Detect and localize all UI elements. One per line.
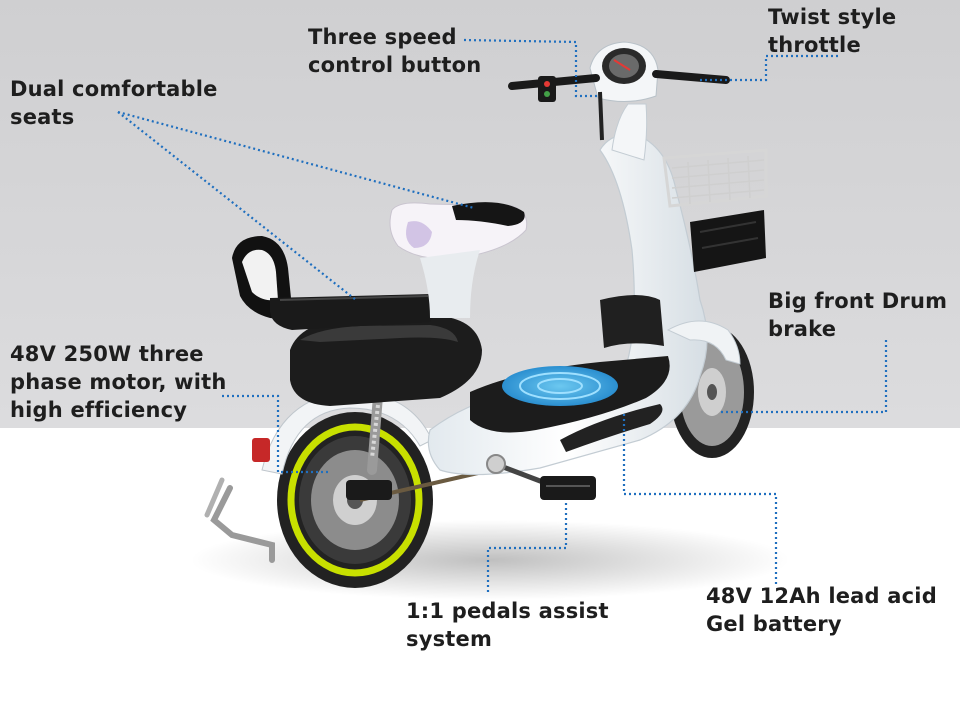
- callout-motor: 48V 250W three phase motor, with high ef…: [10, 340, 227, 424]
- front-basket: [662, 148, 768, 272]
- callout-throttle: Twist style throttle: [768, 3, 896, 59]
- leader-speed-button: [463, 38, 600, 98]
- callout-throttle-line2: throttle: [768, 33, 861, 57]
- callout-speed-button-line1: Three speed: [308, 25, 457, 49]
- callout-dual-seats-line2: seats: [10, 105, 75, 129]
- leader-seats-rear: [117, 111, 357, 301]
- callout-pedals: 1:1 pedals assist system: [406, 597, 609, 653]
- scooter-illustration: [190, 41, 790, 600]
- leader-lines: [117, 38, 888, 592]
- callout-dual-seats-line1: Dual comfortable: [10, 77, 218, 101]
- callout-speed-button-line2: control button: [308, 53, 482, 77]
- callout-pedals-line1: 1:1 pedals assist: [406, 599, 609, 623]
- callout-drum-brake: Big front Drum brake: [768, 287, 947, 343]
- leader-drum-brake: [718, 340, 888, 414]
- callout-pedals-line2: system: [406, 627, 493, 651]
- leader-throttle: [700, 54, 838, 82]
- callout-battery: 48V 12Ah lead acid Gel battery: [706, 582, 937, 638]
- pedal: [486, 454, 596, 500]
- callout-drum-brake-line2: brake: [768, 317, 837, 341]
- callout-motor-line1: 48V 250W three: [10, 342, 204, 366]
- leader-battery: [622, 412, 778, 584]
- callout-battery-line2: Gel battery: [706, 612, 842, 636]
- callout-motor-line3: high efficiency: [10, 398, 188, 422]
- callout-motor-line2: phase motor, with: [10, 370, 227, 394]
- callout-throttle-line1: Twist style: [768, 5, 897, 29]
- leader-pedals: [486, 502, 568, 592]
- leader-seats-front: [117, 110, 475, 210]
- callout-drum-brake-line1: Big front Drum: [768, 289, 948, 313]
- callout-battery-line1: 48V 12Ah lead acid: [706, 584, 937, 608]
- callout-speed-button: Three speed control button: [308, 23, 481, 79]
- callout-dual-seats: Dual comfortable seats: [10, 75, 218, 131]
